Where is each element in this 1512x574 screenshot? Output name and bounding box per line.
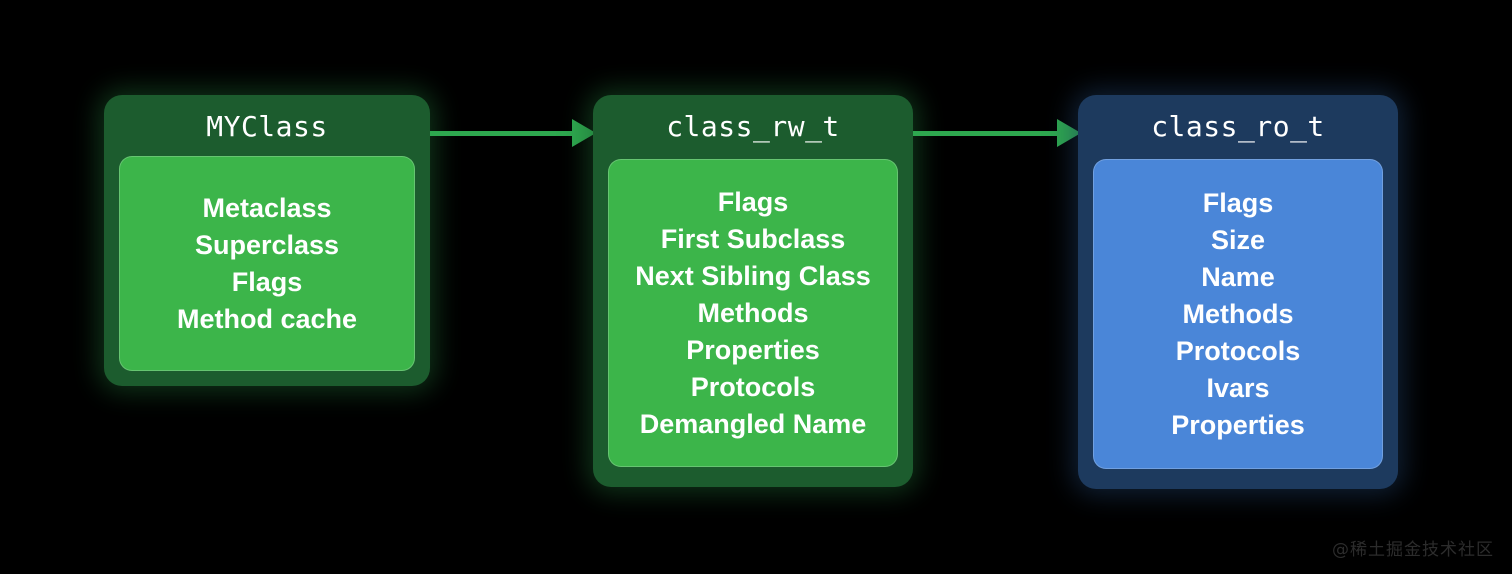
field-row: Superclass [194, 229, 340, 260]
field-row: Protocols [690, 371, 816, 402]
field-row: Size [1210, 224, 1266, 255]
field-row: Demangled Name [639, 408, 867, 439]
field-row: Name [1201, 261, 1275, 292]
struct-title-wrap-class-rw-t: class_rw_t [593, 113, 913, 141]
arrow-shaft-icon [430, 130, 573, 136]
struct-title-class-ro-t: class_ro_t [1151, 110, 1325, 143]
field-row: Metaclass [202, 192, 332, 223]
field-row: Protocols [1175, 335, 1301, 366]
struct-title-class-rw-t: class_rw_t [666, 110, 840, 143]
fields-panel-myclass: Metaclass Superclass Flags Method cache [119, 156, 415, 371]
field-row: Flags [717, 186, 789, 217]
field-row: Flags [231, 266, 303, 297]
field-row: Ivars [1206, 372, 1270, 403]
field-row: Method cache [176, 303, 358, 334]
fields-panel-class-ro-t: Flags Size Name Methods Protocols Ivars … [1093, 159, 1383, 469]
field-row: Methods [1182, 298, 1294, 329]
arrow-head-icon [572, 119, 596, 147]
field-row: Flags [1202, 187, 1274, 218]
field-row: Next Sibling Class [635, 260, 871, 291]
struct-title-myclass: MYClass [206, 110, 328, 143]
field-row: Properties [686, 334, 820, 365]
struct-box-myclass[interactable]: MYClass Metaclass Superclass Flags Metho… [104, 95, 430, 386]
struct-box-class-rw-t[interactable]: class_rw_t Flags First Subclass Next Sib… [593, 95, 913, 487]
arrow-shaft-icon [913, 130, 1058, 136]
struct-box-class-ro-t[interactable]: class_ro_t Flags Size Name Methods Proto… [1078, 95, 1398, 489]
field-row: Properties [1171, 409, 1305, 440]
field-row: Methods [697, 297, 809, 328]
field-row: First Subclass [660, 223, 846, 254]
watermark: @稀土掘金技术社区 [1332, 540, 1494, 560]
arrow-head-icon [1057, 119, 1081, 147]
struct-title-wrap-class-ro-t: class_ro_t [1078, 113, 1398, 141]
fields-panel-class-rw-t: Flags First Subclass Next Sibling Class … [608, 159, 898, 467]
arrow-class-rw-t-to-class-ro-t [913, 118, 1081, 148]
arrow-myclass-to-class-rw-t [430, 118, 596, 148]
struct-title-wrap-myclass: MYClass [104, 113, 430, 141]
